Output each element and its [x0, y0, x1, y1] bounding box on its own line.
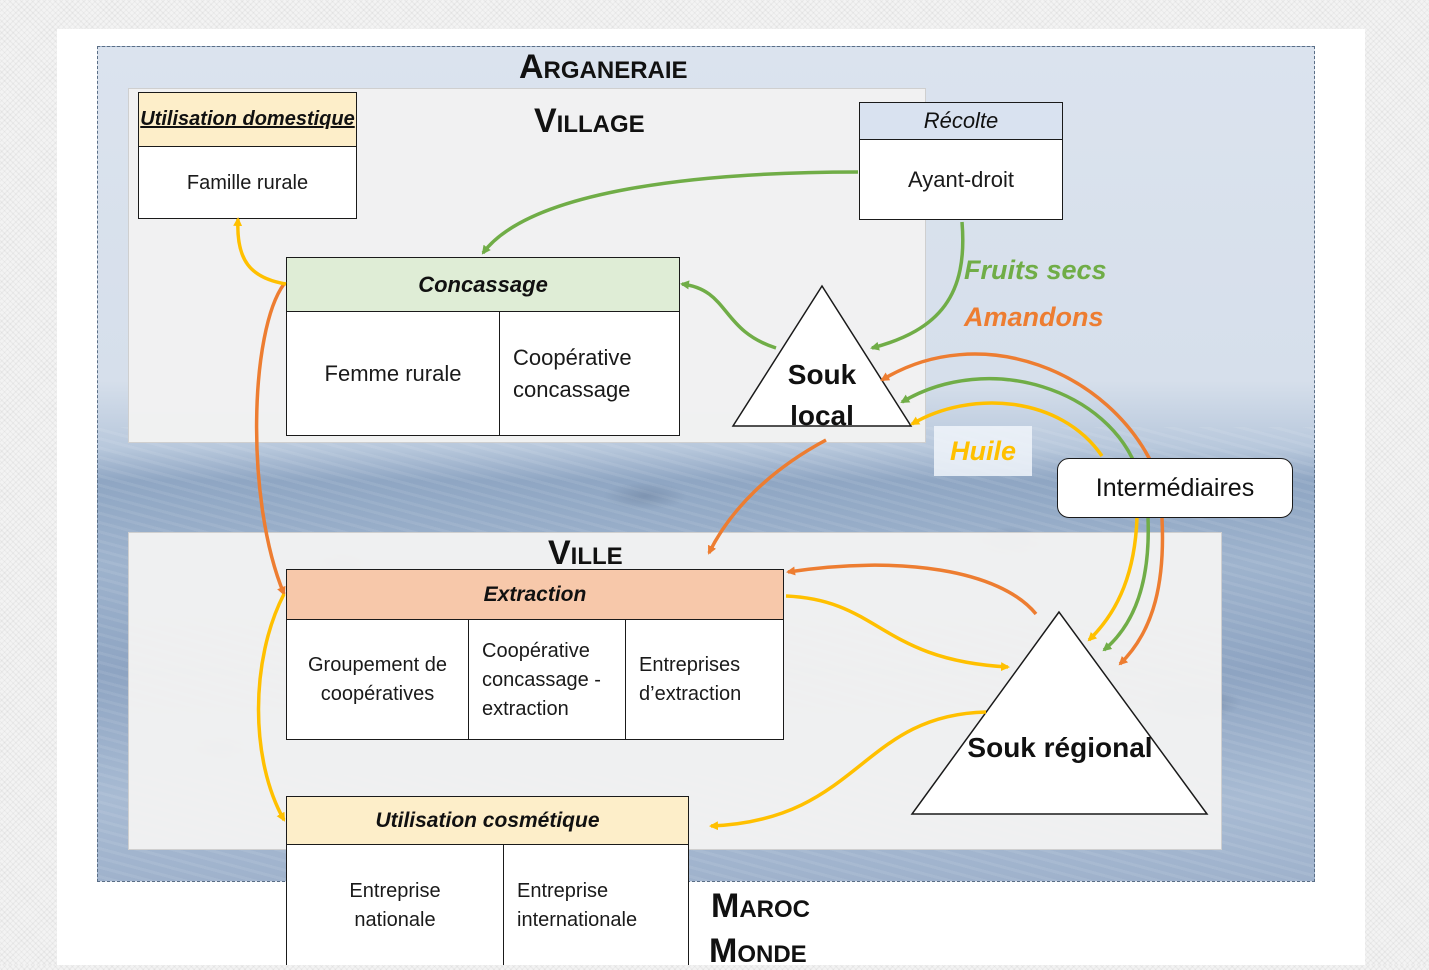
- arrow-intermediaires-to-souk-regional-yellow: [1087, 517, 1139, 642]
- cosmetic-use-box: Utilisation cosmétique Entreprise nation…: [286, 796, 689, 965]
- arrow-souk-local-to-extraction: [707, 438, 827, 555]
- extraction-header: Extraction: [287, 570, 783, 620]
- arrow-concassage-to-domestique: [233, 217, 287, 286]
- cooperative-extraction-cell: Coopérative concassage - extraction: [482, 639, 601, 720]
- souk-local-label: Souk local: [787, 359, 857, 431]
- arrow-recolte-to-concassage: [481, 170, 859, 255]
- arrow-intermediaires-to-souk-local-yellow: [910, 401, 1104, 457]
- cracking-header: Concassage: [287, 258, 679, 312]
- arrow-intermediaires-to-souk-local-green: [900, 377, 1140, 473]
- cell-divider: [625, 619, 626, 739]
- village-title: Village: [534, 102, 645, 140]
- cell-divider: [499, 311, 500, 435]
- arrow-concassage-to-extraction: [254, 282, 286, 596]
- arrow-recolte-to-souk-local: [870, 221, 965, 351]
- arrow-intermediaires-to-souk-local-orange: [880, 352, 1157, 471]
- souk-regional-label: Souk régional: [967, 732, 1153, 763]
- fruits-secs-label: Fruits secs: [964, 255, 1107, 285]
- cell-divider: [503, 844, 504, 965]
- ayant-droit-cell: Ayant-droit: [908, 167, 1014, 193]
- arrow-extraction-to-cosmetique: [256, 593, 286, 822]
- harvest-header: Récolte: [860, 103, 1062, 140]
- amandons-label: Amandons: [964, 302, 1104, 332]
- famille-rurale-cell: Famille rurale: [186, 171, 309, 194]
- cracking-box: Concassage Femme rurale Coopérative conc…: [286, 257, 680, 436]
- maroc-title: Maroc: [711, 887, 810, 925]
- entreprise-nationale-cell: Entreprise nationale: [349, 879, 441, 931]
- entreprises-extraction-cell: Entreprises d’extraction: [639, 654, 742, 705]
- souk-regional-triangle: [910, 610, 1209, 815]
- arrow-intermediaires-to-souk-regional-green: [1102, 517, 1150, 652]
- extraction-box: Extraction Groupement de coopératives Co…: [286, 569, 784, 740]
- femme-rurale-cell: Femme rurale: [324, 361, 462, 387]
- arrow-souk-regional-to-extraction: [786, 563, 1038, 616]
- arganeraie-title: Arganeraie: [519, 48, 688, 86]
- domestic-use-header: Utilisation domestique: [139, 93, 356, 147]
- groupement-cooperatives-cell: Groupement de coopératives: [308, 654, 447, 705]
- ville-title: Ville: [548, 534, 623, 572]
- monde-title: Monde: [709, 932, 807, 970]
- souk-local-triangle: [731, 284, 913, 427]
- cosmetic-use-header: Utilisation cosmétique: [287, 797, 688, 845]
- huile-label: Huile: [934, 426, 1032, 476]
- intermediaries-box: Intermédiaires: [1057, 458, 1293, 518]
- entreprise-internationale-cell: Entreprise internationale: [517, 879, 638, 931]
- arrow-extraction-to-souk-regional: [785, 594, 1010, 672]
- arrow-souk-local-to-concassage: [680, 280, 777, 350]
- cooperative-concassage-cell: Coopérative concassage: [513, 345, 632, 402]
- domestic-use-box: Utilisation domestique Famille rurale: [138, 92, 357, 219]
- arrow-souk-regional-to-cosmetique: [709, 710, 987, 831]
- harvest-box: Récolte Ayant-droit: [859, 102, 1063, 220]
- cell-divider: [468, 619, 469, 739]
- arrow-intermediaires-to-souk-regional-orange: [1118, 517, 1165, 666]
